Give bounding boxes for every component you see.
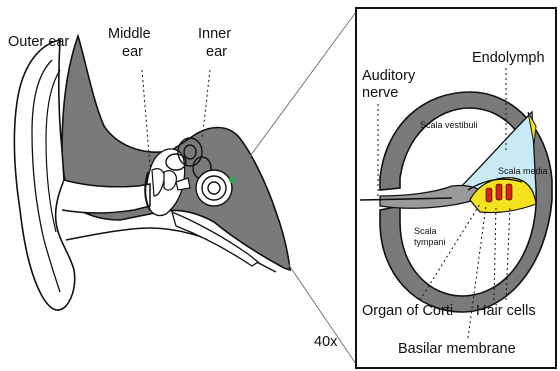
label-middle-ear-line2: ear (122, 44, 143, 60)
label-middle-ear-line1: Middle (108, 26, 151, 42)
zoom-line-top (234, 12, 356, 178)
label-inner-ear-line1: Inner (198, 26, 231, 42)
label-scala-tympani-line2: tympani (414, 237, 446, 247)
label-magnification: 40x (314, 334, 338, 350)
cochlea-section-panel: Endolymph Auditory nerve Scala vestibuli… (356, 8, 556, 368)
label-endolymph: Endolymph (472, 50, 545, 66)
label-hair-cells: Hair cells (476, 303, 536, 319)
label-auditory-nerve-line2: nerve (362, 85, 398, 101)
label-outer-ear: Outer ear (8, 34, 69, 50)
ear-cross-section (14, 36, 290, 310)
label-scala-tympani-line1: Scala (414, 226, 437, 236)
label-basilar-membrane: Basilar membrane (398, 341, 516, 357)
zoom-line-bottom (234, 184, 356, 364)
cochlea (196, 170, 232, 206)
label-auditory-nerve-line1: Auditory (362, 68, 416, 84)
label-inner-ear-line2: ear (206, 44, 227, 60)
label-scala-media: Scala media (498, 166, 548, 176)
label-scala-vestibuli: Scala vestibuli (420, 120, 478, 130)
label-organ-of-corti: Organ of Corti (362, 303, 453, 319)
